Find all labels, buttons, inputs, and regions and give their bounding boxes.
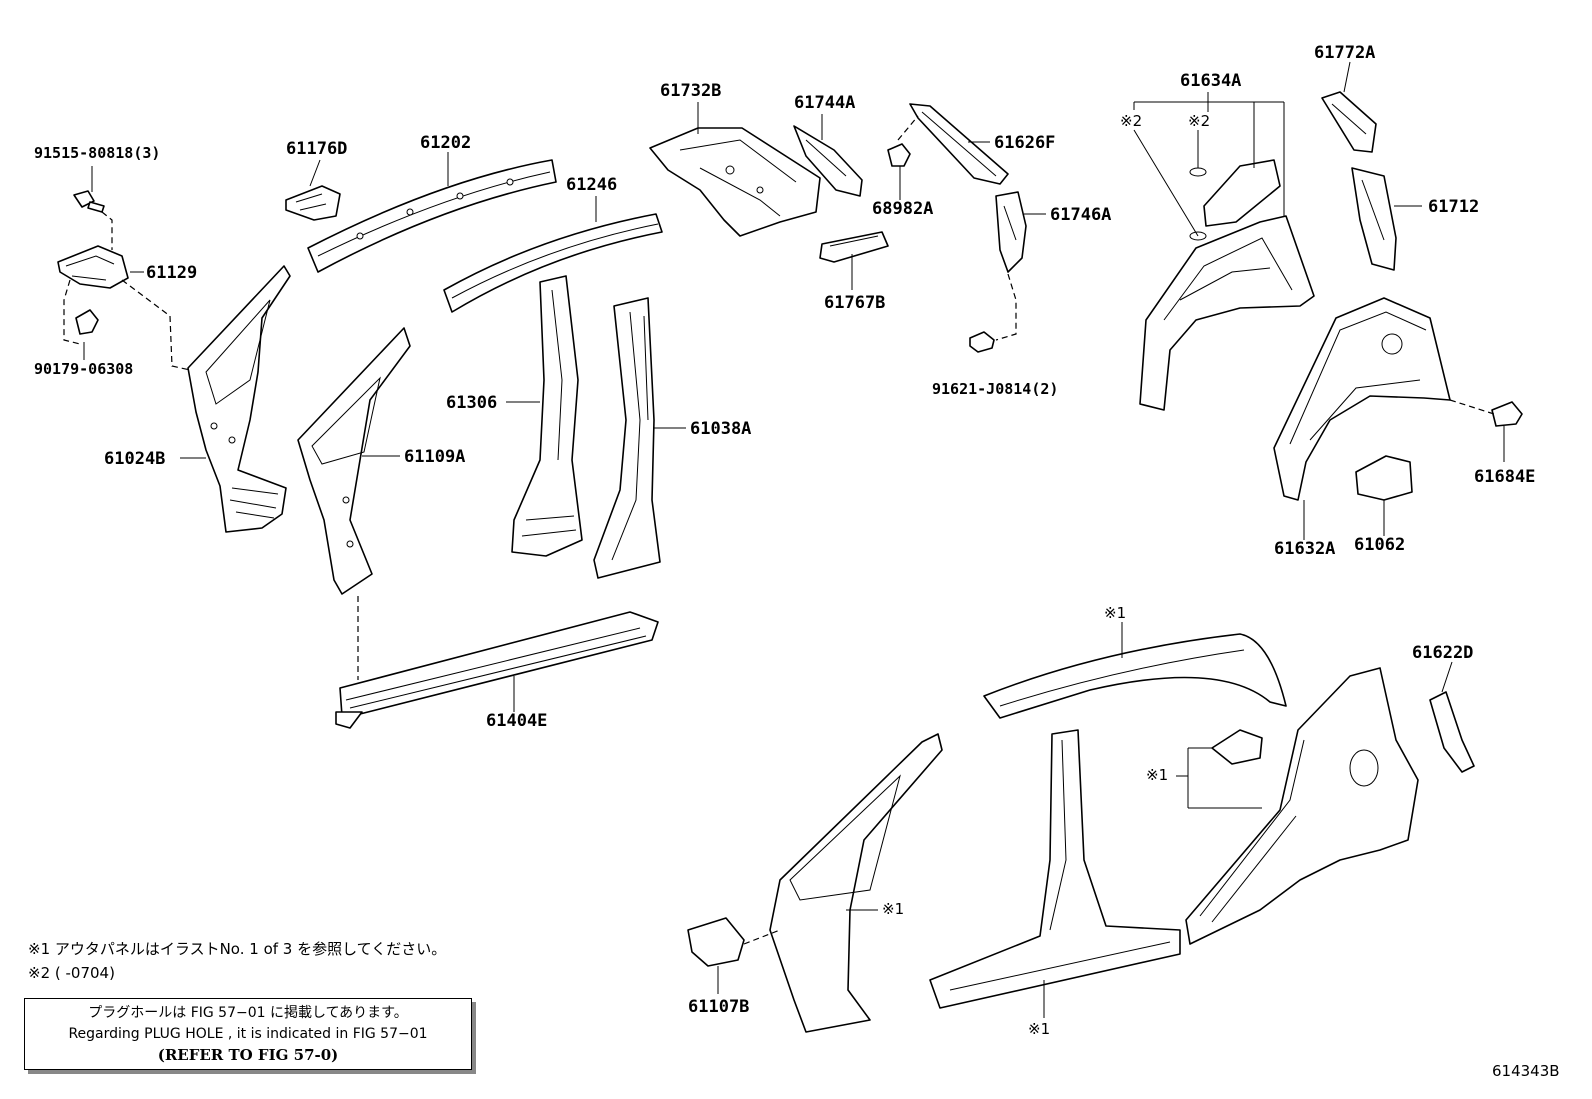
label-61062: 61062 [1354, 535, 1405, 555]
clip-68982A-drawing [887, 143, 911, 167]
mark-1-roof: ※1 [1104, 604, 1126, 622]
bracket-61684E-drawing [1491, 401, 1523, 427]
pillar-61038A-drawing [593, 297, 661, 579]
label-61246: 61246 [566, 175, 617, 195]
note-period: ※2 ( -0704) [28, 964, 115, 982]
bracket-61129-drawing [57, 245, 129, 289]
bolt-91621-drawing [969, 331, 995, 353]
label-61746A: 61746A [1050, 205, 1111, 225]
bracket-61107B-drawing [687, 917, 745, 967]
label-61176D: 61176D [286, 139, 347, 159]
label-61107B: 61107B [688, 997, 749, 1017]
gusset-61746A-drawing [995, 191, 1027, 273]
dash-gusset-to-bolt [995, 273, 1017, 341]
brace-61626F-drawing [909, 103, 1009, 185]
label-61404E: 61404E [486, 711, 547, 731]
label-61024B: 61024B [104, 449, 165, 469]
label-61306: 61306 [446, 393, 497, 413]
label-91515: 91515-80818(3) [34, 144, 160, 162]
mark-1-rocker: ※1 [1028, 1020, 1050, 1038]
dash-wheelhouse-to-bracket [1449, 399, 1495, 415]
reference-text-en: Regarding PLUG HOLE , it is indicated in… [68, 1026, 428, 1042]
rail-61246-drawing [443, 213, 663, 313]
outer-front-pillar-drawing [769, 733, 943, 1033]
wheelhouse-61634A-drawing [1139, 159, 1315, 411]
outer-center-pillar-drawing [929, 729, 1181, 1009]
reference-link[interactable]: (REFER TO FIG 57-0) [157, 1046, 339, 1064]
bracket-61062-drawing [1355, 455, 1413, 501]
pillar-61712-drawing [1351, 167, 1397, 271]
label-61767B: 61767B [824, 293, 885, 313]
outer-roof-rail-drawing [983, 633, 1287, 719]
reference-box: プラグホールは FIG 57−01 に掲載してあります。 Regarding P… [24, 998, 472, 1070]
label-90179: 90179-06308 [34, 360, 133, 378]
gusset-61744A-drawing [793, 125, 863, 197]
outer-quarter-drawing [1185, 667, 1419, 945]
rocker-61404E-drawing [335, 611, 659, 729]
mark-1-bracket: ※1 [1146, 766, 1168, 784]
pillar-61306-drawing [511, 275, 583, 557]
note-outer-panel: ※1 アウタパネルはイラストNo. 1 of 3 を参照してください。 [28, 940, 446, 958]
label-61634A: 61634A [1180, 71, 1241, 91]
label-61109A: 61109A [404, 447, 465, 467]
label-61129: 61129 [146, 263, 197, 283]
label-61732B: 61732B [660, 81, 721, 101]
label-61626F: 61626F [994, 133, 1055, 153]
bracket-61767B-drawing [819, 231, 889, 263]
label-61038A: 61038A [690, 419, 751, 439]
dash-bracket-to-pillar [121, 279, 191, 371]
reference-text-jp: プラグホールは FIG 57−01 に掲載してあります。 [88, 1005, 408, 1021]
panel-61732B-drawing [649, 127, 821, 237]
dash-bracket-to-front-pillar [743, 929, 781, 945]
brace-61622D-drawing [1429, 691, 1475, 773]
illustration-id: 614343B [1492, 1062, 1560, 1080]
label-61622D: 61622D [1412, 643, 1473, 663]
label-61684E: 61684E [1474, 467, 1535, 487]
pillar-61109A-drawing [297, 327, 411, 595]
label-68982A: 68982A [872, 199, 933, 219]
brace-61772A-drawing [1321, 91, 1377, 153]
dash-bracket-to-clip [63, 279, 81, 345]
mark-2-right: ※2 [1188, 112, 1210, 130]
mark-2-left: ※2 [1120, 112, 1142, 130]
dash-bolt-to-bracket [101, 211, 113, 250]
label-61202: 61202 [420, 133, 471, 153]
pillar-61024B-drawing [187, 265, 291, 533]
label-61712: 61712 [1428, 197, 1479, 217]
rail-61202-drawing [307, 159, 557, 273]
label-61744A: 61744A [794, 93, 855, 113]
label-61772A: 61772A [1314, 43, 1375, 63]
wheelhouse-61632A-drawing [1273, 297, 1451, 501]
leader-lines [83, 61, 1505, 1018]
label-91621: 91621-J0814(2) [932, 380, 1058, 398]
dash-clip-to-brace [897, 115, 919, 141]
label-61632A: 61632A [1274, 539, 1335, 559]
bolt-91515-drawing [73, 190, 105, 213]
bracket-61176D-drawing [285, 185, 341, 221]
bracket-outer-small-drawing [1211, 729, 1263, 765]
mark-1-front-pillar: ※1 [882, 900, 904, 918]
clip-90179-drawing [75, 309, 99, 335]
